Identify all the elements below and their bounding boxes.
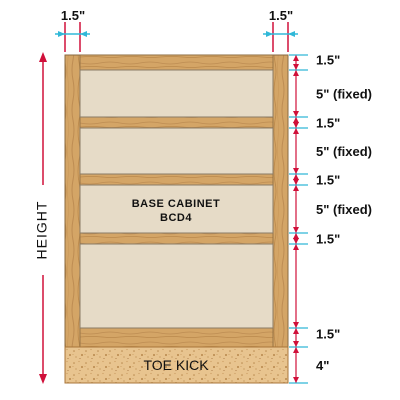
right-dimension-label: 1.5" [316, 116, 340, 131]
arrow-down-icon [293, 122, 299, 128]
arrow-up-icon [293, 233, 299, 239]
arrow-down-icon [293, 377, 299, 383]
toe-kick-label: TOE KICK [143, 357, 209, 373]
arrow-up-icon [293, 55, 299, 61]
drawer-panel-1 [79, 69, 274, 118]
arrow-down-icon [39, 374, 47, 384]
top-dimension-right: 1.5" [263, 8, 298, 52]
arrow-down-icon [293, 322, 299, 328]
right-dimension-label: 4" [316, 358, 329, 373]
arrow-icon [266, 31, 273, 37]
right-dimensions: 1.5" 5" (fixed) 1.5" 5" (fixed) 1.5" 5" (fixe… [289, 53, 372, 384]
top-dimension-right-label: 1.5" [269, 8, 293, 23]
arrow-icon [80, 31, 87, 37]
rail-2 [79, 173, 274, 186]
arrow-up-icon [293, 347, 299, 353]
right-dimension-label: 1.5" [316, 53, 340, 68]
arrow-down-icon [293, 179, 299, 185]
arrow-icon [58, 31, 65, 37]
arrow-down-icon [293, 227, 299, 233]
arrow-up-icon [293, 244, 299, 250]
cabinet-model: BCD4 [160, 212, 192, 224]
cabinet-body: BASE CABINET BCD4 [64, 54, 289, 348]
right-dimension-label: 1.5" [316, 327, 340, 342]
toe-kick-panel [64, 346, 289, 384]
arrow-up-icon [293, 70, 299, 76]
arrow-up-icon [293, 185, 299, 191]
top-rail [79, 54, 274, 71]
arrow-up-icon [293, 117, 299, 123]
height-label: HEIGHT [34, 201, 50, 260]
rail-3 [79, 232, 274, 245]
door-panel [79, 243, 274, 329]
right-dimension-label: 5" (fixed) [316, 87, 372, 102]
arrow-icon [288, 31, 295, 37]
right-dimension-label: 5" (fixed) [316, 202, 372, 217]
right-dimension-label: 1.5" [316, 173, 340, 188]
arrow-up-icon [293, 128, 299, 134]
height-label-background [33, 185, 53, 275]
height-dimension: HEIGHT [33, 52, 53, 384]
arrow-down-icon [293, 64, 299, 70]
drawer-panel-2 [79, 127, 274, 175]
arrow-down-icon [293, 111, 299, 117]
toe-kick: TOE KICK [64, 346, 289, 384]
rail-1 [79, 116, 274, 129]
arrow-down-icon [293, 168, 299, 174]
arrow-down-icon [293, 341, 299, 347]
top-dimension-left: 1.5" [55, 8, 90, 52]
bottom-rail [79, 327, 274, 348]
arrow-down-icon [293, 238, 299, 244]
top-dimension-left-label: 1.5" [61, 8, 85, 23]
right-dimension-label: 5" (fixed) [316, 144, 372, 159]
arrow-up-icon [293, 174, 299, 180]
arrow-up-icon [293, 328, 299, 334]
arrow-up-icon [39, 52, 47, 62]
right-dimension-label: 1.5" [316, 232, 340, 247]
drawer-panel-3 [79, 184, 274, 234]
cabinet-title: BASE CABINET [132, 198, 221, 210]
